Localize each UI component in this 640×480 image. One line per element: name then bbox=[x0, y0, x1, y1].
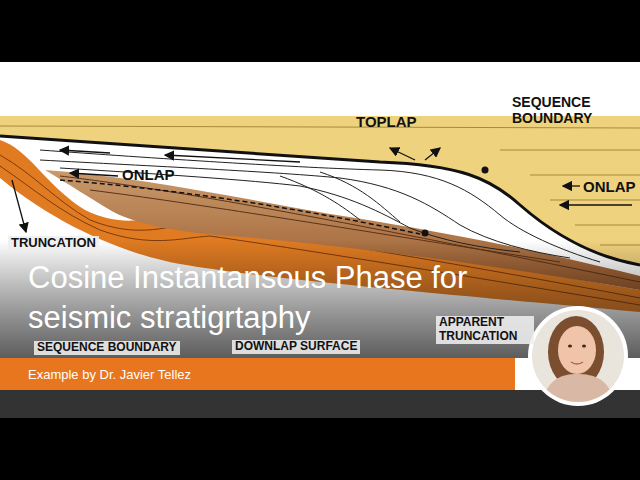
diagram-label: ONLAP bbox=[583, 178, 636, 195]
diagram-label: TOPLAP bbox=[356, 113, 417, 130]
diagram-label: SEQUENCE BOUNDARY bbox=[512, 94, 620, 126]
band-text: Example by Dr. Javier Tellez bbox=[28, 367, 191, 382]
diagram-label: ONLAP bbox=[122, 166, 175, 183]
diagram-label: TRUNCATION bbox=[8, 236, 99, 251]
diagram-label: SEQUENCE BOUNDARY bbox=[34, 341, 180, 355]
slide-title: Cosine Instantansous Phase for seismic s… bbox=[28, 258, 468, 338]
diagram-label: APPARENT TRUNCATION bbox=[436, 316, 534, 344]
diagram-label: DOWNLAP SURFACE bbox=[232, 340, 360, 354]
author-band: Example by Dr. Javier Tellez bbox=[0, 358, 515, 390]
